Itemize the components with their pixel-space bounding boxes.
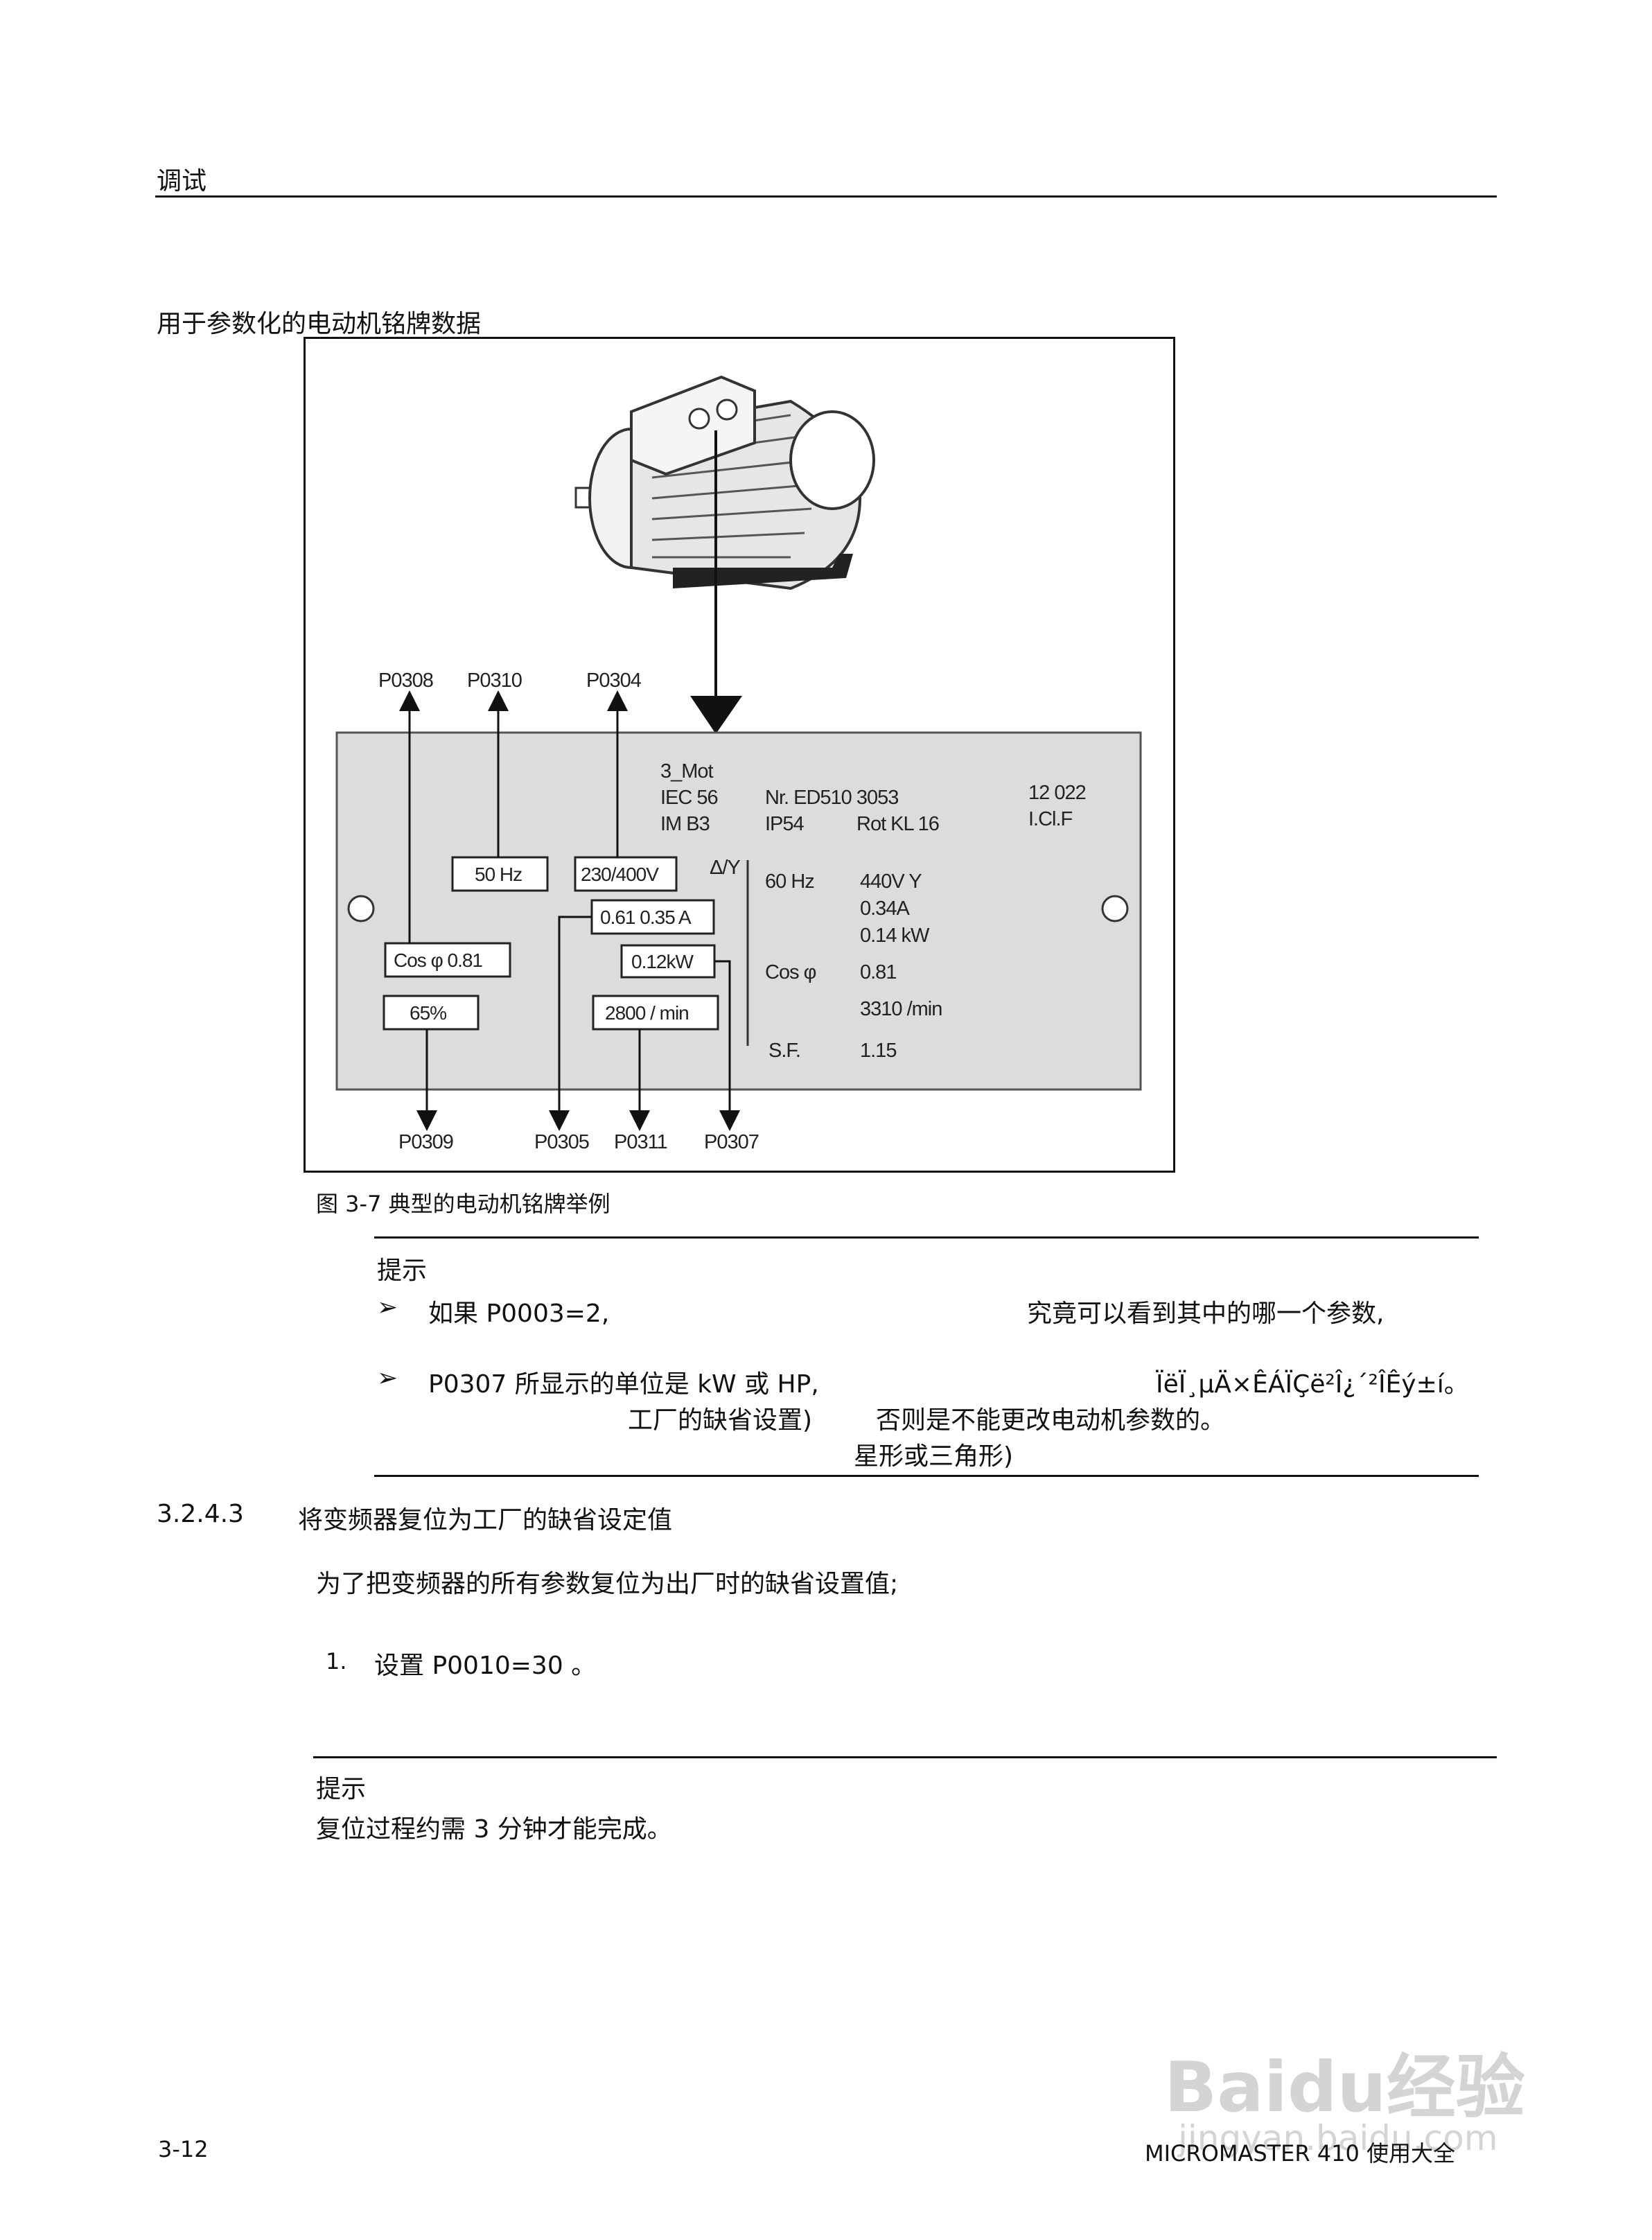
note1-top-rule <box>374 1236 1479 1239</box>
nameplate <box>335 731 1142 1091</box>
step-number: 1. <box>326 1648 347 1674</box>
intro-title: 用于参数化的电动机铭牌数据 <box>157 310 482 338</box>
note2-title: 提示 <box>316 1775 367 1803</box>
label-P0304: P0304 <box>586 670 642 692</box>
note2-text: 复位过程约需 3 分钟才能完成。 <box>316 1815 672 1844</box>
note1-bullet-icon: ➢ <box>377 1364 398 1392</box>
step-text: 设置 P0010=30 。 <box>374 1652 597 1680</box>
section-number: 3.2.4.3 <box>157 1500 244 1528</box>
plate-ip: IP54 <box>765 813 805 835</box>
box-speed: 2800 / min <box>592 995 719 1031</box>
note1-item2-line3: 星形或三角形) <box>854 1442 1014 1471</box>
plate-hz: 60 Hz <box>765 870 814 893</box>
note1-item2-line2a: 工厂的缺省设置) <box>628 1406 813 1435</box>
note1-item1-left: 如果 P0003=2, <box>428 1300 610 1328</box>
plate-class: I.Cl.F <box>1028 808 1073 830</box>
svg-text:2800 / min: 2800 / min <box>605 1002 689 1024</box>
header-rule <box>155 195 1497 198</box>
plate-cos-value: 0.81 <box>860 961 896 983</box>
box-power: 0.12kW <box>620 944 716 979</box>
plate-cos-label: Cos φ <box>765 961 816 983</box>
note2-top-rule <box>313 1756 1497 1758</box>
note1-item2-left: P0307 所显示的单位是 kW 或 HP, <box>428 1370 819 1399</box>
box-voltage: 230/400V <box>574 856 678 892</box>
box-current: 0.61 0.35 A <box>590 899 715 935</box>
footer-page-number: 3-12 <box>158 2136 209 2162</box>
label-P0308: P0308 <box>378 670 433 692</box>
svg-text:Cos φ 0.81: Cos φ 0.81 <box>394 950 482 971</box>
svg-text:65%: 65% <box>410 1002 446 1024</box>
plate-sf-value: 1.15 <box>860 1040 896 1062</box>
plate-sf-label: S.F. <box>768 1040 800 1062</box>
note1-title: 提示 <box>377 1257 428 1285</box>
plate-serial: Nr. ED510 3053 <box>765 787 898 809</box>
section-title: 将变频器复位为工厂的缺省设定值 <box>298 1506 673 1534</box>
running-header: 调试 <box>157 167 207 195</box>
label-P0310: P0310 <box>467 670 522 692</box>
mounting-hole-right <box>1101 895 1129 922</box>
motor-illustration <box>574 375 875 590</box>
label-P0307: P0307 <box>704 1131 759 1153</box>
plate-motor-type: 3_Mot <box>660 760 714 782</box>
label-P0305: P0305 <box>534 1131 589 1153</box>
svg-text:0.12kW: 0.12kW <box>631 951 694 972</box>
plate-imb: IM B3 <box>660 813 710 835</box>
plate-rpm: 3310 /min <box>860 998 942 1020</box>
plate-rot: Rot KL 16 <box>856 813 939 835</box>
plate-delta-y: Δ/Y <box>710 857 740 879</box>
box-cosphi: Cos φ 0.81 <box>384 942 511 978</box>
baidu-watermark-url: jingyan.baidu.com <box>1178 2118 1498 2158</box>
label-P0311: P0311 <box>614 1131 667 1153</box>
plate-current: 0.34A <box>860 898 910 920</box>
svg-text:0.61 0.35 A: 0.61 0.35 A <box>600 907 692 928</box>
note1-item2-line2b: 否则是不能更改电动机参数的。 <box>876 1406 1226 1435</box>
box-efficiency: 65% <box>383 995 480 1031</box>
note1-item2-right: ÏëÏ¸µÄ×ÊÁÏÇë²Î¿´²ÎÊý±í。 <box>1156 1370 1469 1399</box>
mounting-hole-left <box>347 895 375 922</box>
note1-bullet-icon: ➢ <box>377 1293 398 1322</box>
plate-iec: IEC 56 <box>660 787 718 809</box>
plate-power: 0.14 kW <box>860 925 930 947</box>
note1-bottom-rule <box>374 1475 1479 1477</box>
baidu-watermark-logo: Baidu经验 <box>1164 2047 1525 2128</box>
plate-code1: 12 022 <box>1028 782 1086 804</box>
motor-nameplate-figure: P0308 P0310 P0304 3_Mot IEC 56 IM B3 Nr.… <box>304 337 1175 1173</box>
plate-voltage-y: 440V Y <box>860 870 922 893</box>
figure-caption: 图 3-7 典型的电动机铭牌举例 <box>316 1191 610 1217</box>
section-body: 为了把变频器的所有参数复位为出厂时的缺省设置值; <box>316 1570 899 1598</box>
nameplate-diagram: P0308 P0310 P0304 3_Mot IEC 56 IM B3 Nr.… <box>335 375 1142 1153</box>
box-hz: 50 Hz <box>451 856 549 892</box>
svg-text:230/400V: 230/400V <box>581 864 659 885</box>
note1-item1-right: 究竟可以看到其中的哪一个参数, <box>1027 1300 1385 1328</box>
label-P0309: P0309 <box>398 1131 453 1153</box>
svg-text:50 Hz: 50 Hz <box>475 864 522 885</box>
footer-product: MICROMASTER 410 使用大全 <box>1145 2140 1456 2167</box>
